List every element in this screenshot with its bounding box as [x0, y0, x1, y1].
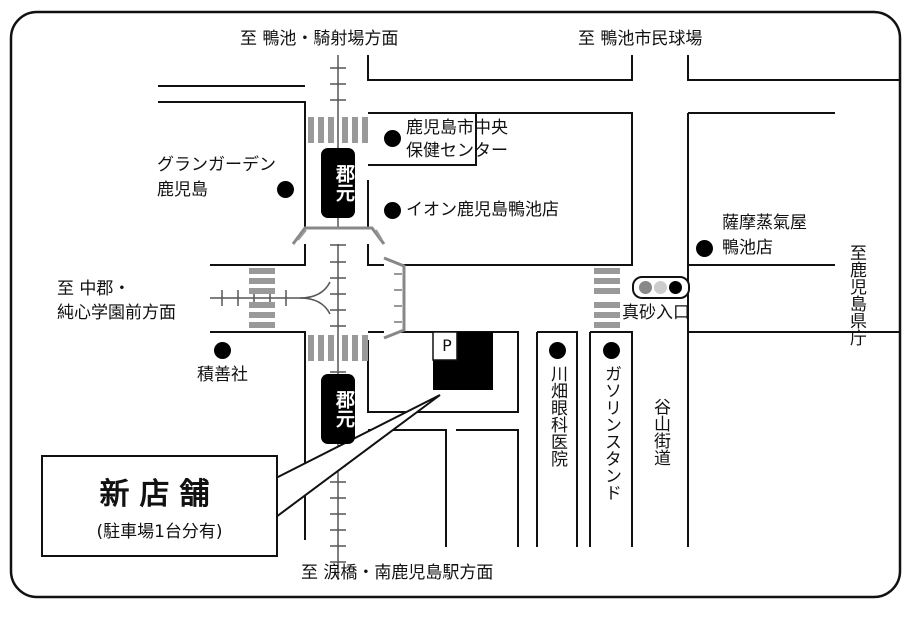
- label-to-nakagori-2: 純心学園前方面: [57, 303, 176, 323]
- gas-station-marker: [603, 342, 620, 359]
- label-taniyama-street: 谷山街道: [650, 398, 670, 466]
- map-frame: [9, 10, 902, 599]
- overpass: [291, 226, 406, 340]
- signal-lamp-left: [639, 281, 652, 294]
- label-masago-iriguchi: 真砂入口: [622, 303, 690, 323]
- label-to-kamoike-kisha: 至 鴨池・騎射場方面: [240, 29, 399, 49]
- label-satsuma-1: 薩摩蒸氣屋: [722, 213, 807, 233]
- kawabata-marker: [549, 342, 566, 359]
- label-grand-garden-1: グランガーデン: [157, 155, 276, 175]
- block-outlines: [158, 55, 900, 547]
- tram-track: [330, 55, 346, 580]
- label-kawabata-clinic: 川畑眼科医院: [547, 365, 567, 467]
- label-to-kamoike-stadium: 至 鴨池市民球場: [578, 29, 703, 49]
- label-health-center-2: 保健センター: [406, 141, 508, 161]
- korimoto-station-south: 郡元: [321, 374, 355, 444]
- crosswalks: [249, 117, 620, 361]
- traffic-signal-icon: [632, 276, 690, 299]
- overpass-rungs: [297, 229, 402, 323]
- label-gas-station: ガソリンスタンド: [601, 365, 621, 501]
- sekisui-marker: [214, 342, 231, 359]
- label-grand-garden-2: 鹿児島: [157, 180, 208, 200]
- new-store-subtitle: (駐車場1台分有): [96, 522, 223, 542]
- label-sekisui: 積善社: [197, 365, 248, 385]
- label-to-namidabashi: 至 涙橋・南鹿児島駅方面: [301, 563, 494, 583]
- parking-box: [432, 331, 458, 361]
- aeon-marker: [384, 202, 401, 219]
- satsuma-marker: [696, 240, 713, 257]
- label-to-nakagori-1: 至 中郡・: [57, 279, 131, 299]
- label-to-kagoshima-pref: 至鹿児島県庁: [846, 244, 866, 346]
- signal-lamp-mid: [654, 281, 667, 294]
- label-health-center-1: 鹿児島市中央: [406, 118, 508, 138]
- health-center-marker: [384, 130, 401, 147]
- label-aeon: イオン鹿児島鴨池店: [406, 200, 559, 220]
- signal-lamp-right: [669, 281, 682, 294]
- parking-label: P: [442, 336, 452, 355]
- new-store-title: 新店舗: [99, 477, 220, 512]
- new-store-callout: 新店舗 (駐車場1台分有): [41, 455, 278, 557]
- grand-garden-marker: [277, 181, 294, 198]
- korimoto-station-north: 郡元: [321, 148, 355, 218]
- label-satsuma-2: 鴨池店: [722, 238, 773, 258]
